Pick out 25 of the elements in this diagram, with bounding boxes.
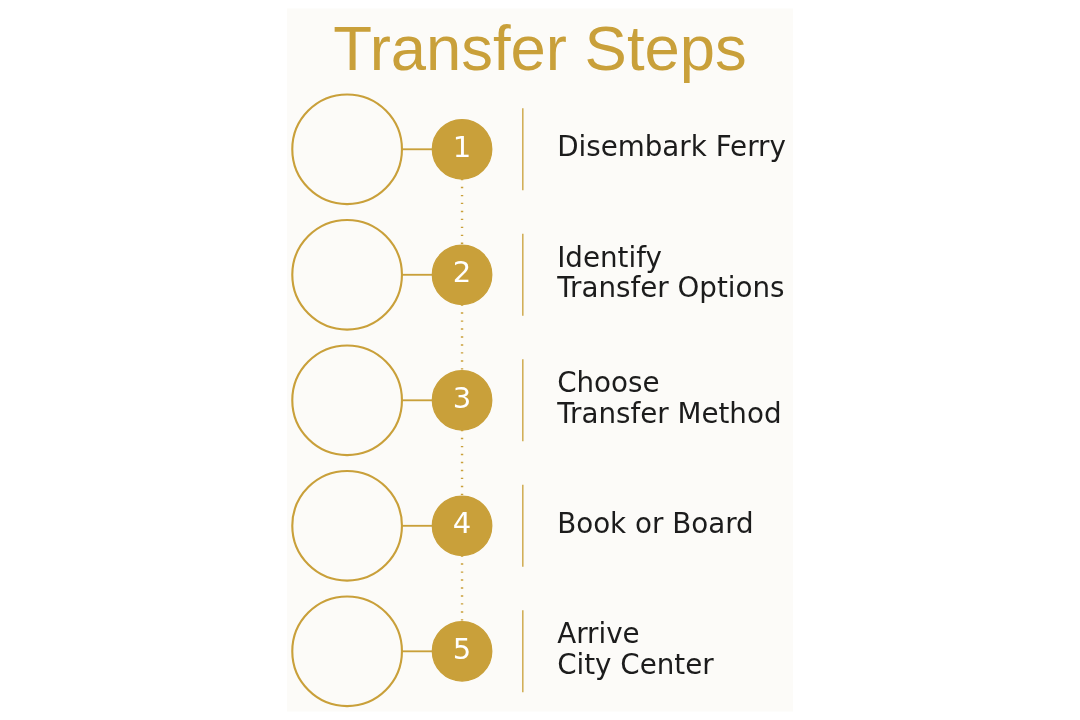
connector [460,555,464,622]
node-circle: 2 [431,244,493,306]
connector [401,148,434,151]
node-label: Identify Transfer Options [557,240,785,304]
node-label: Choose Transfer Method [557,366,782,430]
node-label: Book or Board [557,506,754,540]
node-circle [291,595,403,708]
connector [460,430,464,496]
node-circle: 1 [431,118,493,180]
diagram-title: Transfer Steps [333,12,747,83]
node-circle [291,93,403,206]
node-circle: 5 [431,620,493,682]
connector [401,650,434,653]
connector [401,524,434,527]
node-circle: 4 [431,495,493,557]
connector [460,179,464,245]
node-label: Disembark Ferry [557,130,786,164]
node-label: Arrive City Center [557,617,714,681]
connector [460,304,464,371]
node-circle [291,344,403,457]
connector [401,399,434,402]
node-circle [291,469,403,582]
node-circle [291,218,403,331]
node-circle: 3 [431,369,493,431]
connector [401,273,434,276]
